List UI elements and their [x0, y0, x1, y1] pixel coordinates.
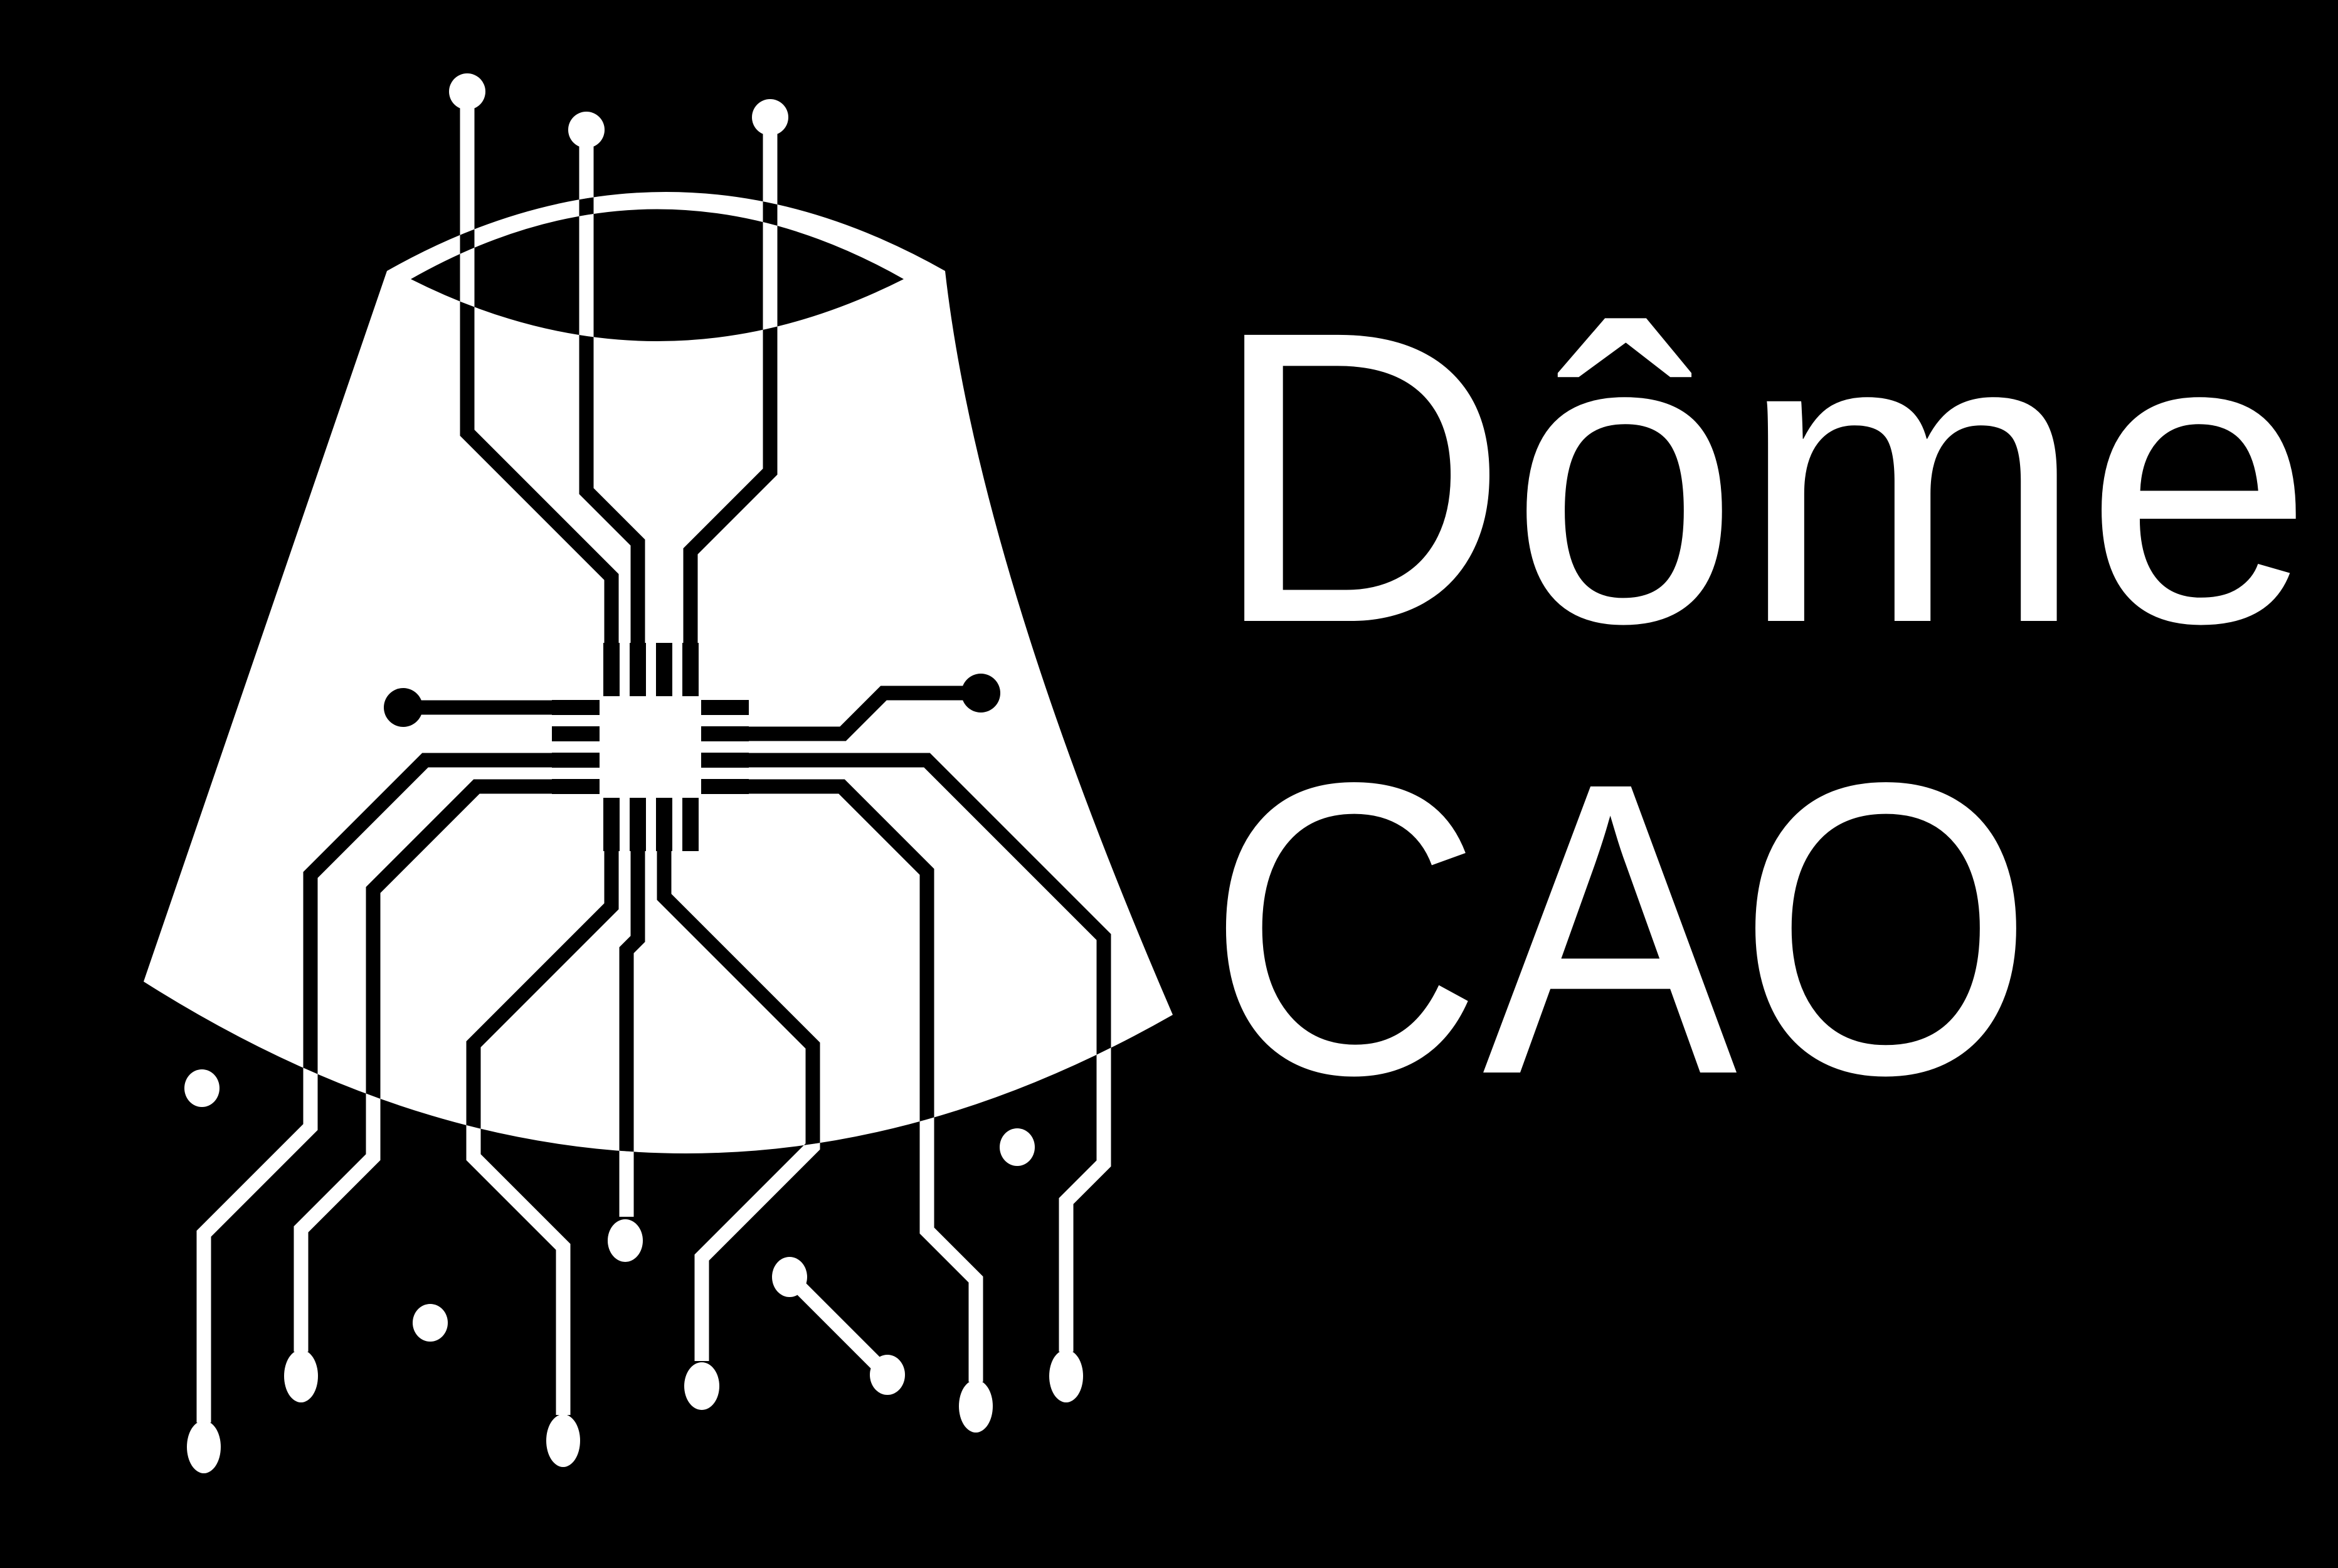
logo-subtitle: CAO: [1207, 697, 2034, 1161]
logo-title: Dôme: [1210, 245, 2314, 709]
